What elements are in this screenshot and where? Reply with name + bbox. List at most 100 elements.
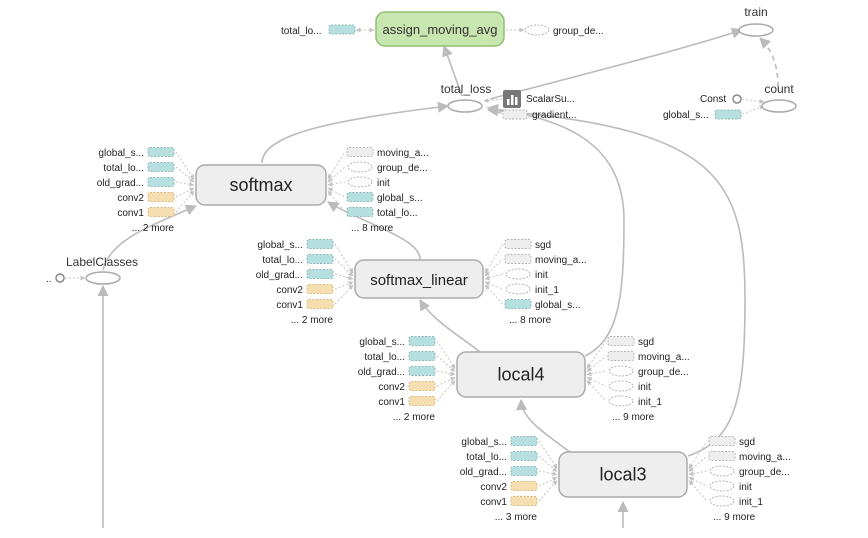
local4-title: local4	[497, 365, 544, 385]
local3-input-chip[interactable]	[510, 481, 538, 491]
softmax-linear-input-chip[interactable]	[306, 284, 334, 294]
local3-output-chip[interactable]	[709, 495, 735, 507]
local3-output-edge	[688, 440, 708, 469]
edge-globals-count	[741, 105, 765, 115]
softmax-linear-output-chip[interactable]	[504, 254, 532, 264]
softmax-linear-input-chip[interactable]	[306, 239, 334, 249]
train-node[interactable]	[738, 23, 774, 37]
local3-output-chip[interactable]	[708, 451, 736, 461]
local3-input-chip[interactable]	[510, 451, 538, 461]
local4-output-edge	[586, 355, 607, 372]
local4-input-chip[interactable]	[408, 351, 436, 361]
softmax-output-chip[interactable]	[346, 147, 374, 157]
local3-input-edge	[538, 470, 558, 477]
softmax-input-chip[interactable]	[147, 177, 175, 187]
local3-output-chip[interactable]	[708, 436, 736, 446]
local4-input-chip[interactable]	[408, 396, 436, 406]
softmax-input-edge	[175, 166, 195, 183]
count-node[interactable]	[761, 99, 797, 113]
local3-node[interactable]	[558, 451, 688, 498]
labelclasses-group: LabelClasses ..	[46, 255, 138, 285]
assign-output-label: group_de...	[553, 26, 604, 37]
softmax-output-chip[interactable]	[346, 192, 374, 202]
softmax-output-chip[interactable]	[347, 176, 373, 188]
softmax-linear-output-chip[interactable]	[504, 299, 532, 309]
softmax-linear-input-label: global_s...	[257, 240, 303, 251]
local4-output-chip[interactable]	[607, 351, 635, 361]
train-label: train	[744, 5, 767, 19]
local3-output-label: sgd	[739, 437, 755, 448]
local3-input-label: global_s...	[461, 437, 507, 448]
softmax-output-edge	[327, 181, 346, 187]
softmax-linear-output-chip[interactable]	[505, 268, 531, 280]
local3-output-label: init_1	[739, 497, 763, 508]
softmax-output-label: total_lo...	[377, 208, 418, 219]
softmax-linear-input-chip[interactable]	[306, 299, 334, 309]
local4-output-label: group_de...	[638, 367, 689, 378]
local4-group: global_s...total_lo...old_grad...conv2co…	[358, 336, 690, 423]
edge-totalloss-train	[489, 27, 744, 100]
softmax-output-chip[interactable]	[347, 161, 373, 173]
softmax-linear-inputs-more[interactable]: ... 2 more	[291, 315, 334, 326]
local4-input-label: global_s...	[359, 337, 405, 348]
softmax-input-chip[interactable]	[147, 207, 175, 217]
softmax-input-chip[interactable]	[147, 162, 175, 172]
local4-output-edge	[586, 370, 607, 377]
local4-input-chip[interactable]	[408, 336, 436, 346]
softmax-linear-input-chip[interactable]	[306, 254, 334, 264]
softmax-input-edge	[175, 181, 195, 187]
softmax-linear-output-chip[interactable]	[504, 239, 532, 249]
local4-outputs-more[interactable]: ... 9 more	[612, 412, 655, 423]
softmax-input-chip[interactable]	[147, 192, 175, 202]
assign-input-chip[interactable]	[328, 24, 356, 35]
scalar-summary-icon-bar1	[507, 99, 510, 105]
local4-input-chip[interactable]	[408, 381, 436, 391]
softmax-inputs-more[interactable]: ... 2 more	[132, 223, 175, 234]
softmax-linear-group: global_s...total_lo...old_grad...conv2co…	[256, 239, 587, 326]
local3-output-chip[interactable]	[709, 480, 735, 492]
gradient-chip[interactable]	[502, 109, 528, 120]
local4-output-edge	[586, 377, 607, 387]
local3-input-chip[interactable]	[510, 436, 538, 446]
softmax-linear-output-chip[interactable]	[505, 283, 531, 295]
local4-output-chip[interactable]	[607, 336, 635, 346]
local3-output-chip[interactable]	[709, 465, 735, 477]
local4-inputs-more[interactable]: ... 2 more	[393, 412, 436, 423]
local3-outputs-more[interactable]: ... 9 more	[713, 512, 756, 523]
local4-node[interactable]	[456, 351, 586, 398]
labelclasses-node[interactable]	[85, 271, 121, 285]
softmax-output-chip[interactable]	[346, 207, 374, 217]
assign-output-chip[interactable]	[524, 24, 550, 36]
softmax-linear-input-edge	[334, 284, 354, 305]
softmax-linear-outputs-more[interactable]: ... 8 more	[509, 315, 552, 326]
local4-output-chip[interactable]	[608, 380, 634, 392]
softmax-input-edge	[175, 190, 195, 213]
softmax-linear-output-label: init	[535, 270, 548, 281]
labelclasses-input-node[interactable]	[55, 273, 65, 283]
edge-labelclasses-softmax	[102, 204, 198, 271]
softmax-linear-output-label: init_1	[535, 285, 559, 296]
softmax-linear-output-label: global_s...	[535, 300, 581, 311]
local4-input-label: conv2	[378, 382, 405, 393]
softmax-linear-output-edge	[484, 258, 504, 277]
count-globals-chip[interactable]	[714, 109, 742, 120]
local4-output-chip[interactable]	[608, 395, 634, 407]
edge-totalloss-assign	[442, 44, 463, 97]
softmax-input-chip[interactable]	[147, 147, 175, 157]
local3-inputs-more[interactable]: ... 3 more	[495, 512, 538, 523]
total-loss-node[interactable]	[447, 99, 483, 113]
local4-input-chip[interactable]	[408, 366, 436, 376]
local3-input-chip[interactable]	[510, 496, 538, 506]
softmax-linear-input-chip[interactable]	[306, 269, 334, 279]
softmax-linear-input-label: total_lo...	[262, 255, 303, 266]
edge-gradient-totalloss	[485, 106, 503, 114]
softmax-linear-node[interactable]	[354, 259, 484, 299]
softmax-input-label: conv1	[117, 208, 144, 219]
assign-moving-avg-node[interactable]	[375, 11, 505, 47]
softmax-node[interactable]	[195, 164, 327, 206]
local4-output-chip[interactable]	[608, 365, 634, 377]
softmax-outputs-more[interactable]: ... 8 more	[351, 223, 394, 234]
local4-output-label: moving_a...	[638, 352, 690, 363]
const-node[interactable]	[732, 94, 742, 104]
local3-input-chip[interactable]	[510, 466, 538, 476]
